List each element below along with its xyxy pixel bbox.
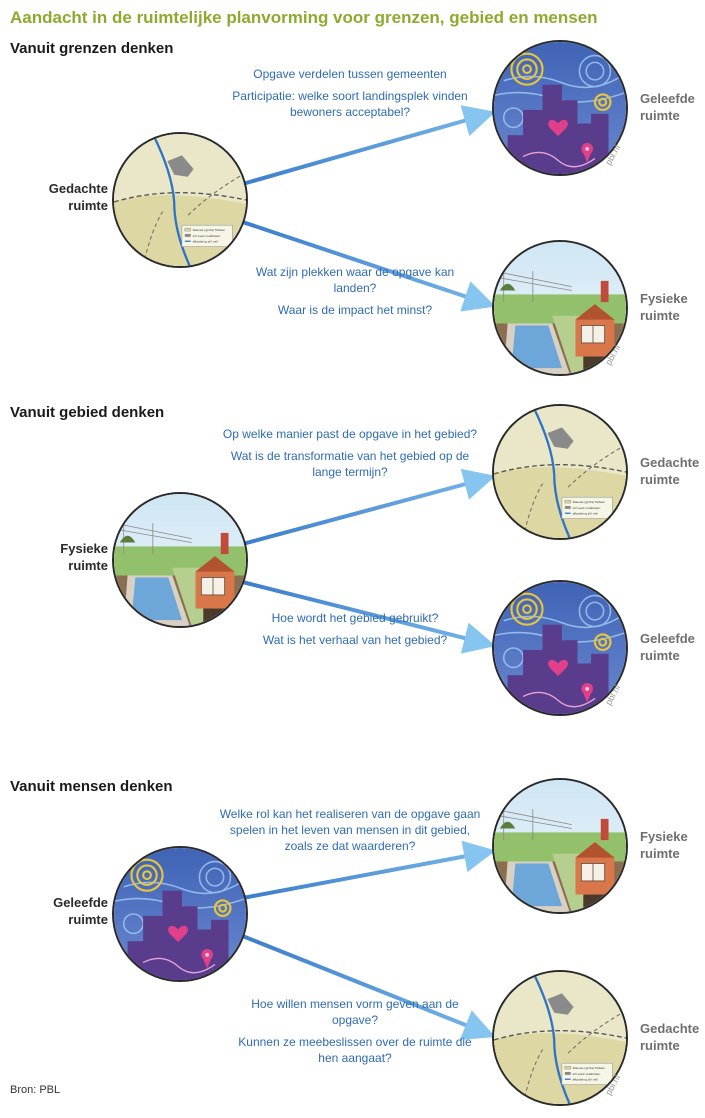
map-circle-icon: Nieuwe (grote) fietsen zill veeli voelbi… [492,970,628,1106]
question-text: Welke rol kan het realiseren van de opga… [219,807,481,853]
target-space-label: Geleefde ruimte [640,91,695,123]
connector-lines [242,468,496,654]
source-space-label: Geleefde ruimte [53,895,108,927]
landscape-circle-icon [492,778,628,914]
connector-lines [241,105,496,312]
section-2: Vanuit gebied denken Fysieke ruimte [0,404,705,744]
city-night-circle-icon [112,846,248,982]
svg-text:zill veeli voelbileen: zill veeli voelbileen [573,1072,601,1076]
connector-arrow [241,934,496,1040]
source-note: Bron: PBL [10,1084,61,1096]
question-text: Waar is de impact het minst? [277,303,433,317]
question-text: Op welke manier past de opgave in het ge… [222,427,478,441]
connector-arrow [242,468,496,546]
source-space-label: Fysieke ruimte [60,541,108,573]
section-heading: Vanuit gebied denken [10,404,165,421]
map-circle-icon: Nieuwe (grote) fietsen zill veeli voelbi… [492,404,628,540]
svg-text:afbjalaing zill vell: afbjalaing zill vell [193,240,218,244]
question-text: Wat zijn plekken waar de opgave kan land… [255,265,455,295]
svg-text:Nieuwe (grote) fietsen: Nieuwe (grote) fietsen [193,228,226,232]
city-night-circle-icon [492,40,628,176]
svg-text:Nieuwe (grote) fietsen: Nieuwe (grote) fietsen [573,500,606,504]
svg-text:afbjalaing zill vell: afbjalaing zill vell [573,512,598,516]
connector-lines [241,840,496,1040]
question-text: Participatie: welke soort landingsplek v… [232,89,468,119]
svg-text:Nieuwe (grote) fietsen: Nieuwe (grote) fietsen [573,1066,606,1070]
question-block: Wat zijn plekken waar de opgave kan land… [235,264,475,324]
landscape-circle-icon [112,492,248,628]
question-text: Wat is het verhaal van het gebied? [262,633,448,647]
question-block: Hoe willen mensen vorm geven aan de opga… [235,996,475,1072]
connector-arrow [242,840,496,900]
question-text: Hoe willen mensen vorm geven aan de opga… [251,997,459,1027]
svg-text:zill veeli voelbileen: zill veeli voelbileen [573,506,601,510]
city-night-circle-icon [492,580,628,716]
question-block: Welke rol kan het realiseren van de opga… [215,806,485,860]
target-space-label: Gedachte ruimte [640,455,700,487]
question-text: Hoe wordt het gebied gebruikt? [271,611,439,625]
landscape-circle-icon [492,240,628,376]
section-heading: Vanuit grenzen denken [10,40,174,57]
question-text: Wat is de transformatie van het gebied o… [230,449,470,479]
section-heading: Vanuit mensen denken [10,778,173,795]
svg-text:afbjalaing zill vell: afbjalaing zill vell [573,1078,598,1082]
map-circle-icon: Nieuwe (grote) fietsen zill veeli voelbi… [112,132,248,268]
source-space-label: Gedachte ruimte [48,181,108,213]
target-space-label: Geleefde ruimte [640,631,695,663]
question-text: Opgave verdelen tussen gemeenten [253,67,447,81]
connector-arrow [242,105,496,186]
svg-text:zill veeli voelbileen: zill veeli voelbileen [193,234,221,238]
target-space-label: Gedachte ruimte [640,1021,700,1053]
page-title: Aandacht in de ruimtelijke planvorming v… [10,8,598,27]
target-space-label: Fysieke ruimte [640,291,688,323]
question-block: Op welke manier past de opgave in het ge… [215,426,485,486]
section-1: Vanuit grenzen denken Nieuwe (grote) fie… [0,40,705,380]
connector-arrow [242,580,496,654]
section-3: Vanuit mensen denken [0,778,705,1118]
target-space-label: Fysieke ruimte [640,829,688,861]
question-block: Hoe wordt het gebied gebruikt? Wat is het… [235,610,475,654]
connector-arrow [241,220,496,312]
question-text: Kunnen ze meebeslissen over de ruimte di… [238,1035,472,1065]
